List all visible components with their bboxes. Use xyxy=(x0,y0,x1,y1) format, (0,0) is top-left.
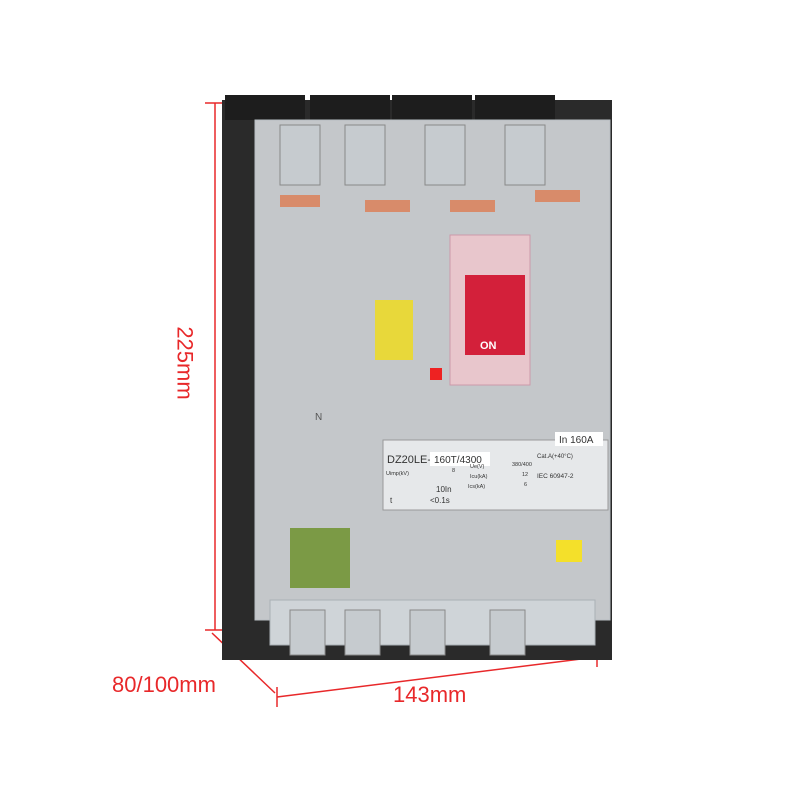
ics-value: 6 xyxy=(524,482,527,488)
test-button[interactable] xyxy=(556,540,582,562)
sensitivity: 10In xyxy=(436,485,452,494)
standard: IEC 60947-2 xyxy=(537,473,574,480)
ue-label: Ue(V) xyxy=(470,464,485,470)
uimp-label: Uimp(kV) xyxy=(386,471,409,477)
uimp-value: 8 xyxy=(452,468,455,474)
rating-table: Uimp(kV) 8 Ue(V) 380/400 Icu(kA) 12 Ics(… xyxy=(386,462,532,490)
rated-current: In 160A xyxy=(559,435,594,446)
ue-value: 380/400 xyxy=(512,462,532,468)
breaker-body: ON DZ20LE- 160T/4300 In 160A Uimp(kV) 8 … xyxy=(222,95,612,660)
trip-time-label: t xyxy=(390,496,393,505)
switch-label: ON xyxy=(480,340,497,352)
model-prefix: DZ20LE- xyxy=(387,454,431,466)
category: Cat.A(+40°C) xyxy=(537,454,573,460)
trip-time: <0.1s xyxy=(430,496,450,505)
icu-value: 12 xyxy=(522,472,528,478)
ics-label: Ics(kA) xyxy=(468,484,485,490)
neutral-mark: N xyxy=(315,412,322,423)
model-suffix: 160T/4300 xyxy=(434,455,482,466)
width-dimension-label: 143mm xyxy=(393,682,467,707)
depth-dimension-label: 80/100mm xyxy=(112,672,216,697)
height-dimension-label: 225mm xyxy=(172,326,198,400)
icu-label: Icu(kA) xyxy=(470,474,488,480)
toggle-handle[interactable] xyxy=(465,275,525,355)
